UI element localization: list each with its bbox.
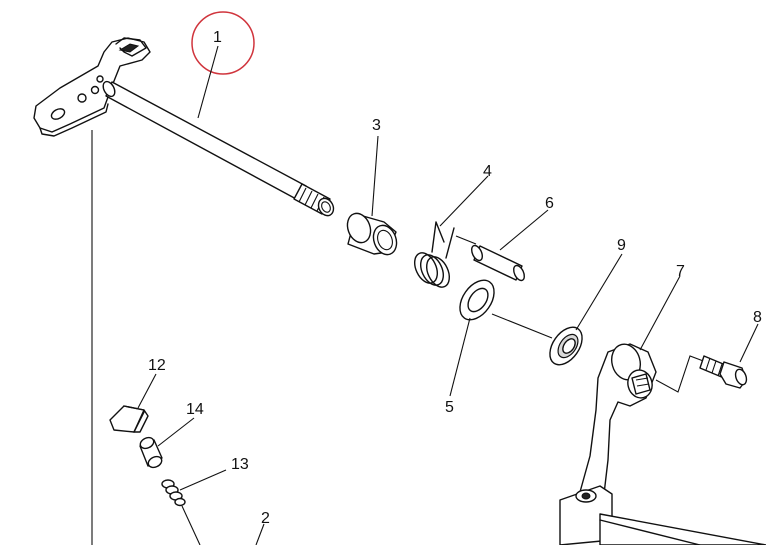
part-7-shift-lever[interactable] [559,341,766,545]
label-part-7: 7 [676,263,685,280]
part-6-pin[interactable] [470,244,527,282]
part-4-spring[interactable] [410,221,455,291]
label-part-14: 14 [186,401,204,418]
label-part-4: 4 [483,163,492,180]
assembly-guide-line-right [655,355,707,393]
label-part-5: 5 [445,399,454,416]
label-part-12: 12 [148,357,166,374]
highlight-circle [191,11,255,75]
part-3-collar[interactable] [344,210,401,258]
label-part-2: 2 [261,510,270,527]
part-14-plunger[interactable] [139,436,164,470]
leader-lines [137,45,759,545]
part-9-oil-seal[interactable] [543,321,588,370]
label-part-3: 3 [372,117,381,134]
label-part-13: 13 [231,456,249,473]
part-5-washer[interactable] [453,274,501,326]
label-part-6: 6 [545,195,554,212]
assembly-axis-line-2 [455,235,477,245]
assembly-axis-line [491,313,553,339]
label-part-8: 8 [753,309,762,326]
part-8-bolt[interactable] [699,355,748,389]
part-13-spring[interactable] [161,479,201,545]
label-part-1: 1 [213,29,222,46]
label-part-9: 9 [617,237,626,254]
part-1-shift-shaft[interactable] [33,37,336,218]
part-12-block[interactable] [109,405,149,433]
